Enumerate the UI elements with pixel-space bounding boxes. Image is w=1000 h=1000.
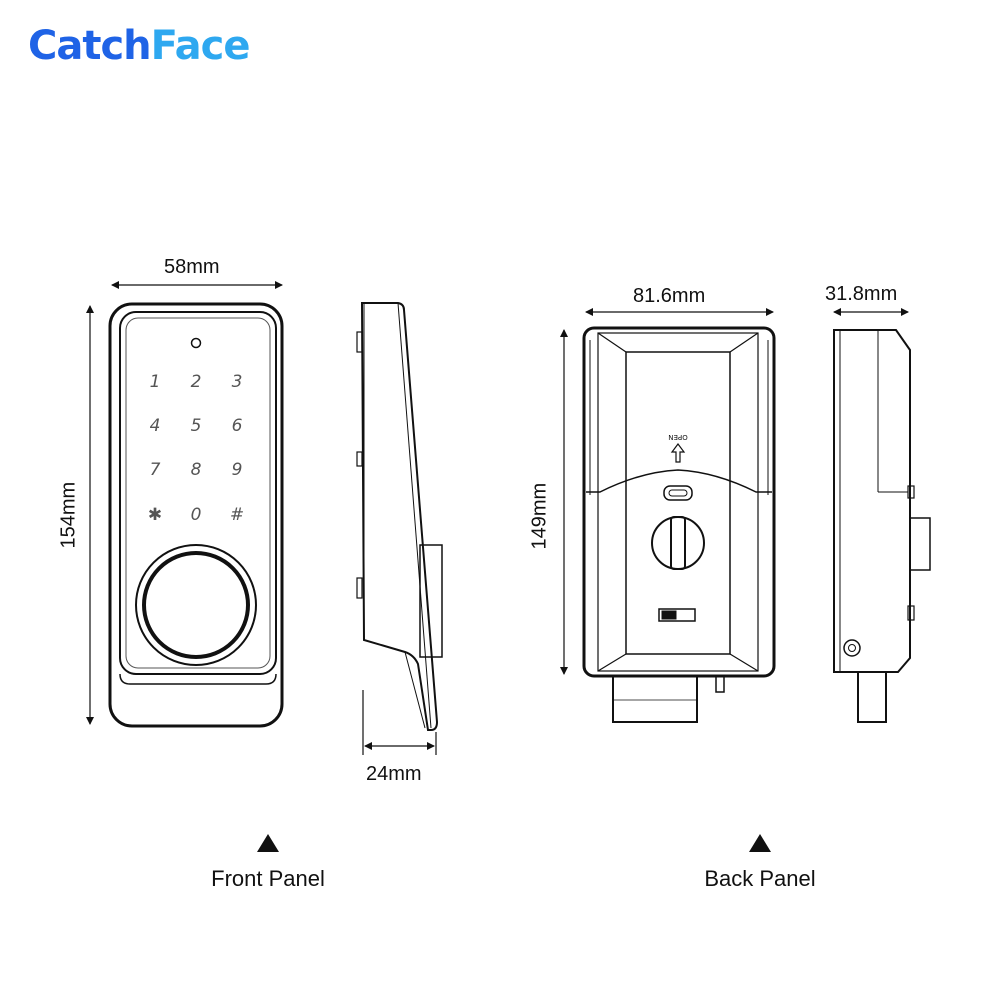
back-width-label: 81.6mm: [633, 285, 706, 307]
keypad-key: 7: [150, 460, 161, 480]
front-keypad: 1 2 3 4 5 6 7 8 9 ✱ 0 #: [148, 372, 244, 525]
front-caption-arrow-icon: [257, 834, 279, 852]
back-height-label: 149mm: [528, 482, 551, 550]
open-label: OPEN: [668, 433, 687, 441]
keypad-key: 4: [150, 416, 161, 436]
front-width-label: 58mm: [164, 256, 220, 278]
brand-logo: CatchFace: [28, 18, 251, 74]
brand-logo-part2: Face: [150, 23, 251, 69]
back-side-depth-label: 31.8mm: [825, 283, 898, 305]
front-panel-drawing: [108, 302, 284, 728]
keypad-key: 0: [191, 505, 202, 525]
keypad-key: 8: [191, 460, 202, 480]
side-depth-dimension: [362, 690, 437, 755]
front-height-label: 154mm: [57, 481, 80, 549]
keypad-key: ✱: [148, 505, 162, 525]
keypad-key: 5: [191, 416, 202, 436]
keypad-key: 3: [232, 372, 243, 392]
brand-logo-part1: Catch: [28, 23, 152, 69]
keypad-key: #: [230, 505, 244, 525]
front-side-drawing: [356, 302, 443, 731]
keypad-key: 2: [191, 372, 202, 392]
keypad-key: 9: [232, 460, 243, 480]
back-panel-drawing: [582, 326, 776, 723]
back-side-drawing: [833, 329, 931, 723]
keypad-key: 6: [232, 416, 243, 436]
front-panel-caption: Front Panel: [211, 866, 325, 891]
side-depth-label: 24mm: [366, 763, 422, 785]
back-panel-caption: Back Panel: [704, 866, 816, 891]
back-caption-arrow-icon: [749, 834, 771, 852]
keypad-key: 1: [150, 372, 161, 392]
